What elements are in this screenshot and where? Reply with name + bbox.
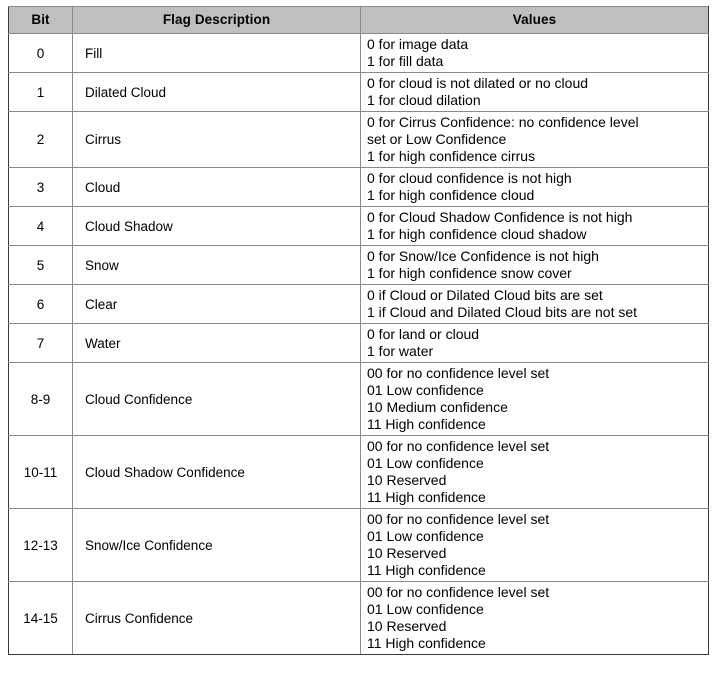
- cell-flag-description: Cirrus Confidence: [72, 581, 361, 655]
- column-header-flag-description: Flag Description: [72, 6, 361, 34]
- cell-bit: 3: [8, 167, 73, 207]
- value-line: 01 Low confidence: [367, 382, 484, 398]
- header-row: Bit Flag Description Values: [8, 6, 709, 34]
- value-line: 10 Reserved: [367, 618, 447, 634]
- value-line: 00 for no confidence level set: [367, 438, 550, 454]
- column-header-bit: Bit: [8, 6, 73, 34]
- value-line: 10 Reserved: [367, 545, 447, 561]
- value-line: 01 Low confidence: [367, 601, 484, 617]
- value-line: 10 Reserved: [367, 472, 447, 488]
- cell-flag-description: Cirrus: [72, 111, 361, 168]
- value-line: 00 for no confidence level set: [367, 511, 550, 527]
- value-line: 1 for high confidence cirrus: [367, 148, 536, 164]
- cell-flag-description: Cloud: [72, 167, 361, 207]
- value-line: 0 if Cloud or Dilated Cloud bits are set: [367, 287, 603, 303]
- cell-flag-description: Cloud Shadow: [72, 206, 361, 246]
- value-line: 11 High confidence: [367, 635, 486, 651]
- cell-bit: 7: [8, 323, 73, 363]
- value-line: 01 Low confidence: [367, 528, 484, 544]
- value-line: 1 for high confidence cloud: [367, 187, 535, 203]
- cell-flag-description: Cloud Confidence: [72, 362, 361, 436]
- value-line: 11 High confidence: [367, 489, 486, 505]
- cell-values: 0 for Cirrus Confidence: no confidence l…: [360, 111, 709, 168]
- table-header: Bit Flag Description Values: [8, 6, 709, 34]
- value-line: 1 for cloud dilation: [367, 92, 481, 108]
- value-line: 10 Medium confidence: [367, 399, 508, 415]
- value-line: 1 for fill data: [367, 53, 444, 69]
- cell-flag-description: Cloud Shadow Confidence: [72, 435, 361, 509]
- cell-values: 0 for Cloud Shadow Confidence is not hig…: [360, 206, 709, 246]
- value-line: 0 for cloud confidence is not high: [367, 170, 572, 186]
- cell-bit: 14-15: [8, 581, 73, 655]
- value-line: 0 for Snow/Ice Confidence is not high: [367, 248, 599, 264]
- cell-flag-description: Snow/Ice Confidence: [72, 508, 361, 582]
- cell-bit: 0: [8, 33, 73, 73]
- cell-flag-description: Snow: [72, 245, 361, 285]
- cell-bit: 8-9: [8, 362, 73, 436]
- value-line: 1 for high confidence cloud shadow: [367, 226, 587, 242]
- cell-bit: 2: [8, 111, 73, 168]
- cell-bit: 1: [8, 72, 73, 112]
- value-line: set or Low Confidence: [367, 131, 507, 147]
- cell-bit: 10-11: [8, 435, 73, 509]
- column-header-values: Values: [360, 6, 709, 34]
- cell-bit: 6: [8, 284, 73, 324]
- cell-values: 0 if Cloud or Dilated Cloud bits are set…: [360, 284, 709, 324]
- value-line: 1 if Cloud and Dilated Cloud bits are no…: [367, 304, 638, 320]
- value-line: 1 for water: [367, 343, 434, 359]
- cell-bit: 12-13: [8, 508, 73, 582]
- cell-bit: 4: [8, 206, 73, 246]
- value-line: 11 High confidence: [367, 562, 486, 578]
- value-line: 00 for no confidence level set: [367, 584, 550, 600]
- value-line: 00 for no confidence level set: [367, 365, 550, 381]
- cell-flag-description: Dilated Cloud: [72, 72, 361, 112]
- value-line: 0 for land or cloud: [367, 326, 480, 342]
- cell-bit: 5: [8, 245, 73, 285]
- cell-flag-description: Clear: [72, 284, 361, 324]
- value-line: 01 Low confidence: [367, 455, 484, 471]
- cell-flag-description: Fill: [72, 33, 361, 73]
- value-line: 0 for Cloud Shadow Confidence is not hig…: [367, 209, 633, 225]
- value-line: 0 for Cirrus Confidence: no confidence l…: [367, 114, 639, 130]
- value-line: 0 for cloud is not dilated or no cloud: [367, 75, 589, 91]
- cell-flag-description: Water: [72, 323, 361, 363]
- value-line: 1 for high confidence snow cover: [367, 265, 572, 281]
- value-line: 0 for image data: [367, 36, 469, 52]
- value-line: 11 High confidence: [367, 416, 486, 432]
